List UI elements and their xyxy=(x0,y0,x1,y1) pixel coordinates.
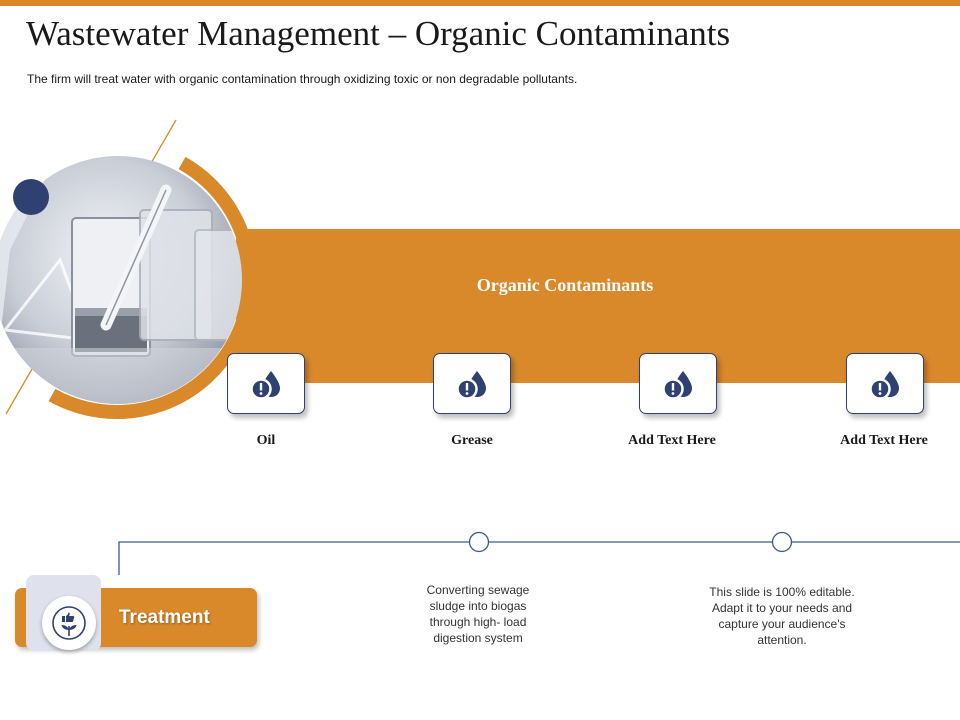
page-title: Wastewater Management – Organic Contamin… xyxy=(26,14,731,53)
step-description: This slide is 100% editable. Adapt it to… xyxy=(709,585,855,647)
contaminant-label: Grease xyxy=(451,433,493,448)
orange-band xyxy=(236,229,960,383)
step-description: Converting sewage sludge into biogas thr… xyxy=(426,583,530,645)
timeline-node xyxy=(468,531,490,553)
contaminant-card-3 xyxy=(639,353,717,414)
treatment-label: Treatment xyxy=(119,607,210,628)
top-accent-bar xyxy=(0,0,960,6)
contaminant-label: Oil xyxy=(256,433,276,448)
water-drop-warning-icon xyxy=(869,370,899,400)
water-drop-warning-icon xyxy=(662,370,692,400)
water-drop-warning-icon xyxy=(250,370,280,400)
lab-glassware-photo xyxy=(0,119,257,419)
treatment-icon-circle xyxy=(42,596,96,650)
contaminant-label: Add Text Here xyxy=(628,433,716,448)
contaminant-label: Add Text Here xyxy=(840,433,928,448)
water-drop-warning-icon xyxy=(456,370,486,400)
timeline-node xyxy=(771,531,793,553)
contaminant-card-4 xyxy=(846,353,924,414)
page-subtitle: The firm will treat water with organic c… xyxy=(27,72,578,86)
plant-thumbs-up-icon xyxy=(52,606,86,640)
contaminant-card-oil xyxy=(227,353,305,414)
treatment-timeline xyxy=(118,531,960,575)
contaminant-card-grease xyxy=(433,353,511,414)
band-title: Organic Contaminants xyxy=(476,275,654,295)
